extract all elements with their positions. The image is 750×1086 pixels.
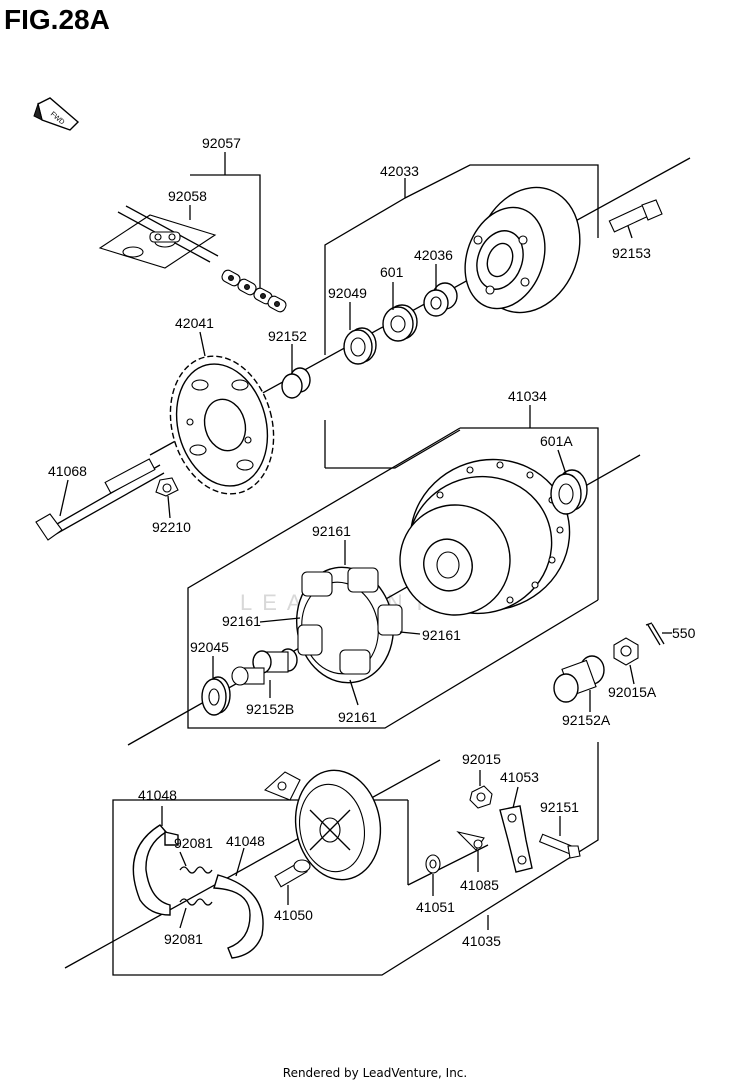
fwd-arrow-icon: FWD <box>33 97 80 131</box>
label-92049: 92049 <box>328 285 367 301</box>
label-41034: 41034 <box>508 388 547 404</box>
hub-assembly-42033 <box>149 157 691 469</box>
footer-credit: Rendered by LeadVenture, Inc. <box>282 1066 468 1080</box>
label-92161-top: 92161 <box>312 523 351 539</box>
label-601A: 601A <box>540 433 573 449</box>
label-92152A: 92152A <box>562 712 611 728</box>
figure-title: FIG.28A <box>4 4 110 35</box>
label-41085: 41085 <box>460 877 499 893</box>
label-92161-bottom: 92161 <box>338 709 377 725</box>
label-92210: 92210 <box>152 519 191 535</box>
label-42041: 42041 <box>175 315 214 331</box>
label-92015A: 92015A <box>608 684 657 700</box>
label-92015: 92015 <box>462 751 501 767</box>
chain-link-group <box>98 152 287 313</box>
axle-hardware <box>553 622 672 712</box>
part-labels: 92057 92058 42033 92153 42036 601 92049 … <box>48 135 696 949</box>
label-41053: 41053 <box>500 769 539 785</box>
label-41048-left: 41048 <box>138 787 177 803</box>
rear-axle-41068 <box>35 458 179 541</box>
label-92151: 92151 <box>540 799 579 815</box>
label-92058: 92058 <box>168 188 207 204</box>
label-92152: 92152 <box>268 328 307 344</box>
label-42033: 42033 <box>380 163 419 179</box>
label-92045: 92045 <box>190 639 229 655</box>
wheel-assembly-41034 <box>127 405 641 746</box>
label-41068: 41068 <box>48 463 87 479</box>
label-92161-right: 92161 <box>422 627 461 643</box>
label-92057: 92057 <box>202 135 241 151</box>
label-41048-right: 41048 <box>226 833 265 849</box>
label-92081-top: 92081 <box>174 835 213 851</box>
label-92153: 92153 <box>612 245 651 261</box>
label-601: 601 <box>380 264 404 280</box>
label-41050: 41050 <box>274 907 313 923</box>
label-92161-left: 92161 <box>222 613 261 629</box>
brake-panel-41035 <box>64 742 599 976</box>
label-92152B: 92152B <box>246 701 294 717</box>
label-550: 550 <box>672 625 696 641</box>
rear-sprocket-42041 <box>169 355 275 495</box>
label-41051: 41051 <box>416 899 455 915</box>
label-92081-bottom: 92081 <box>164 931 203 947</box>
label-41035: 41035 <box>462 933 501 949</box>
label-42036: 42036 <box>414 247 453 263</box>
